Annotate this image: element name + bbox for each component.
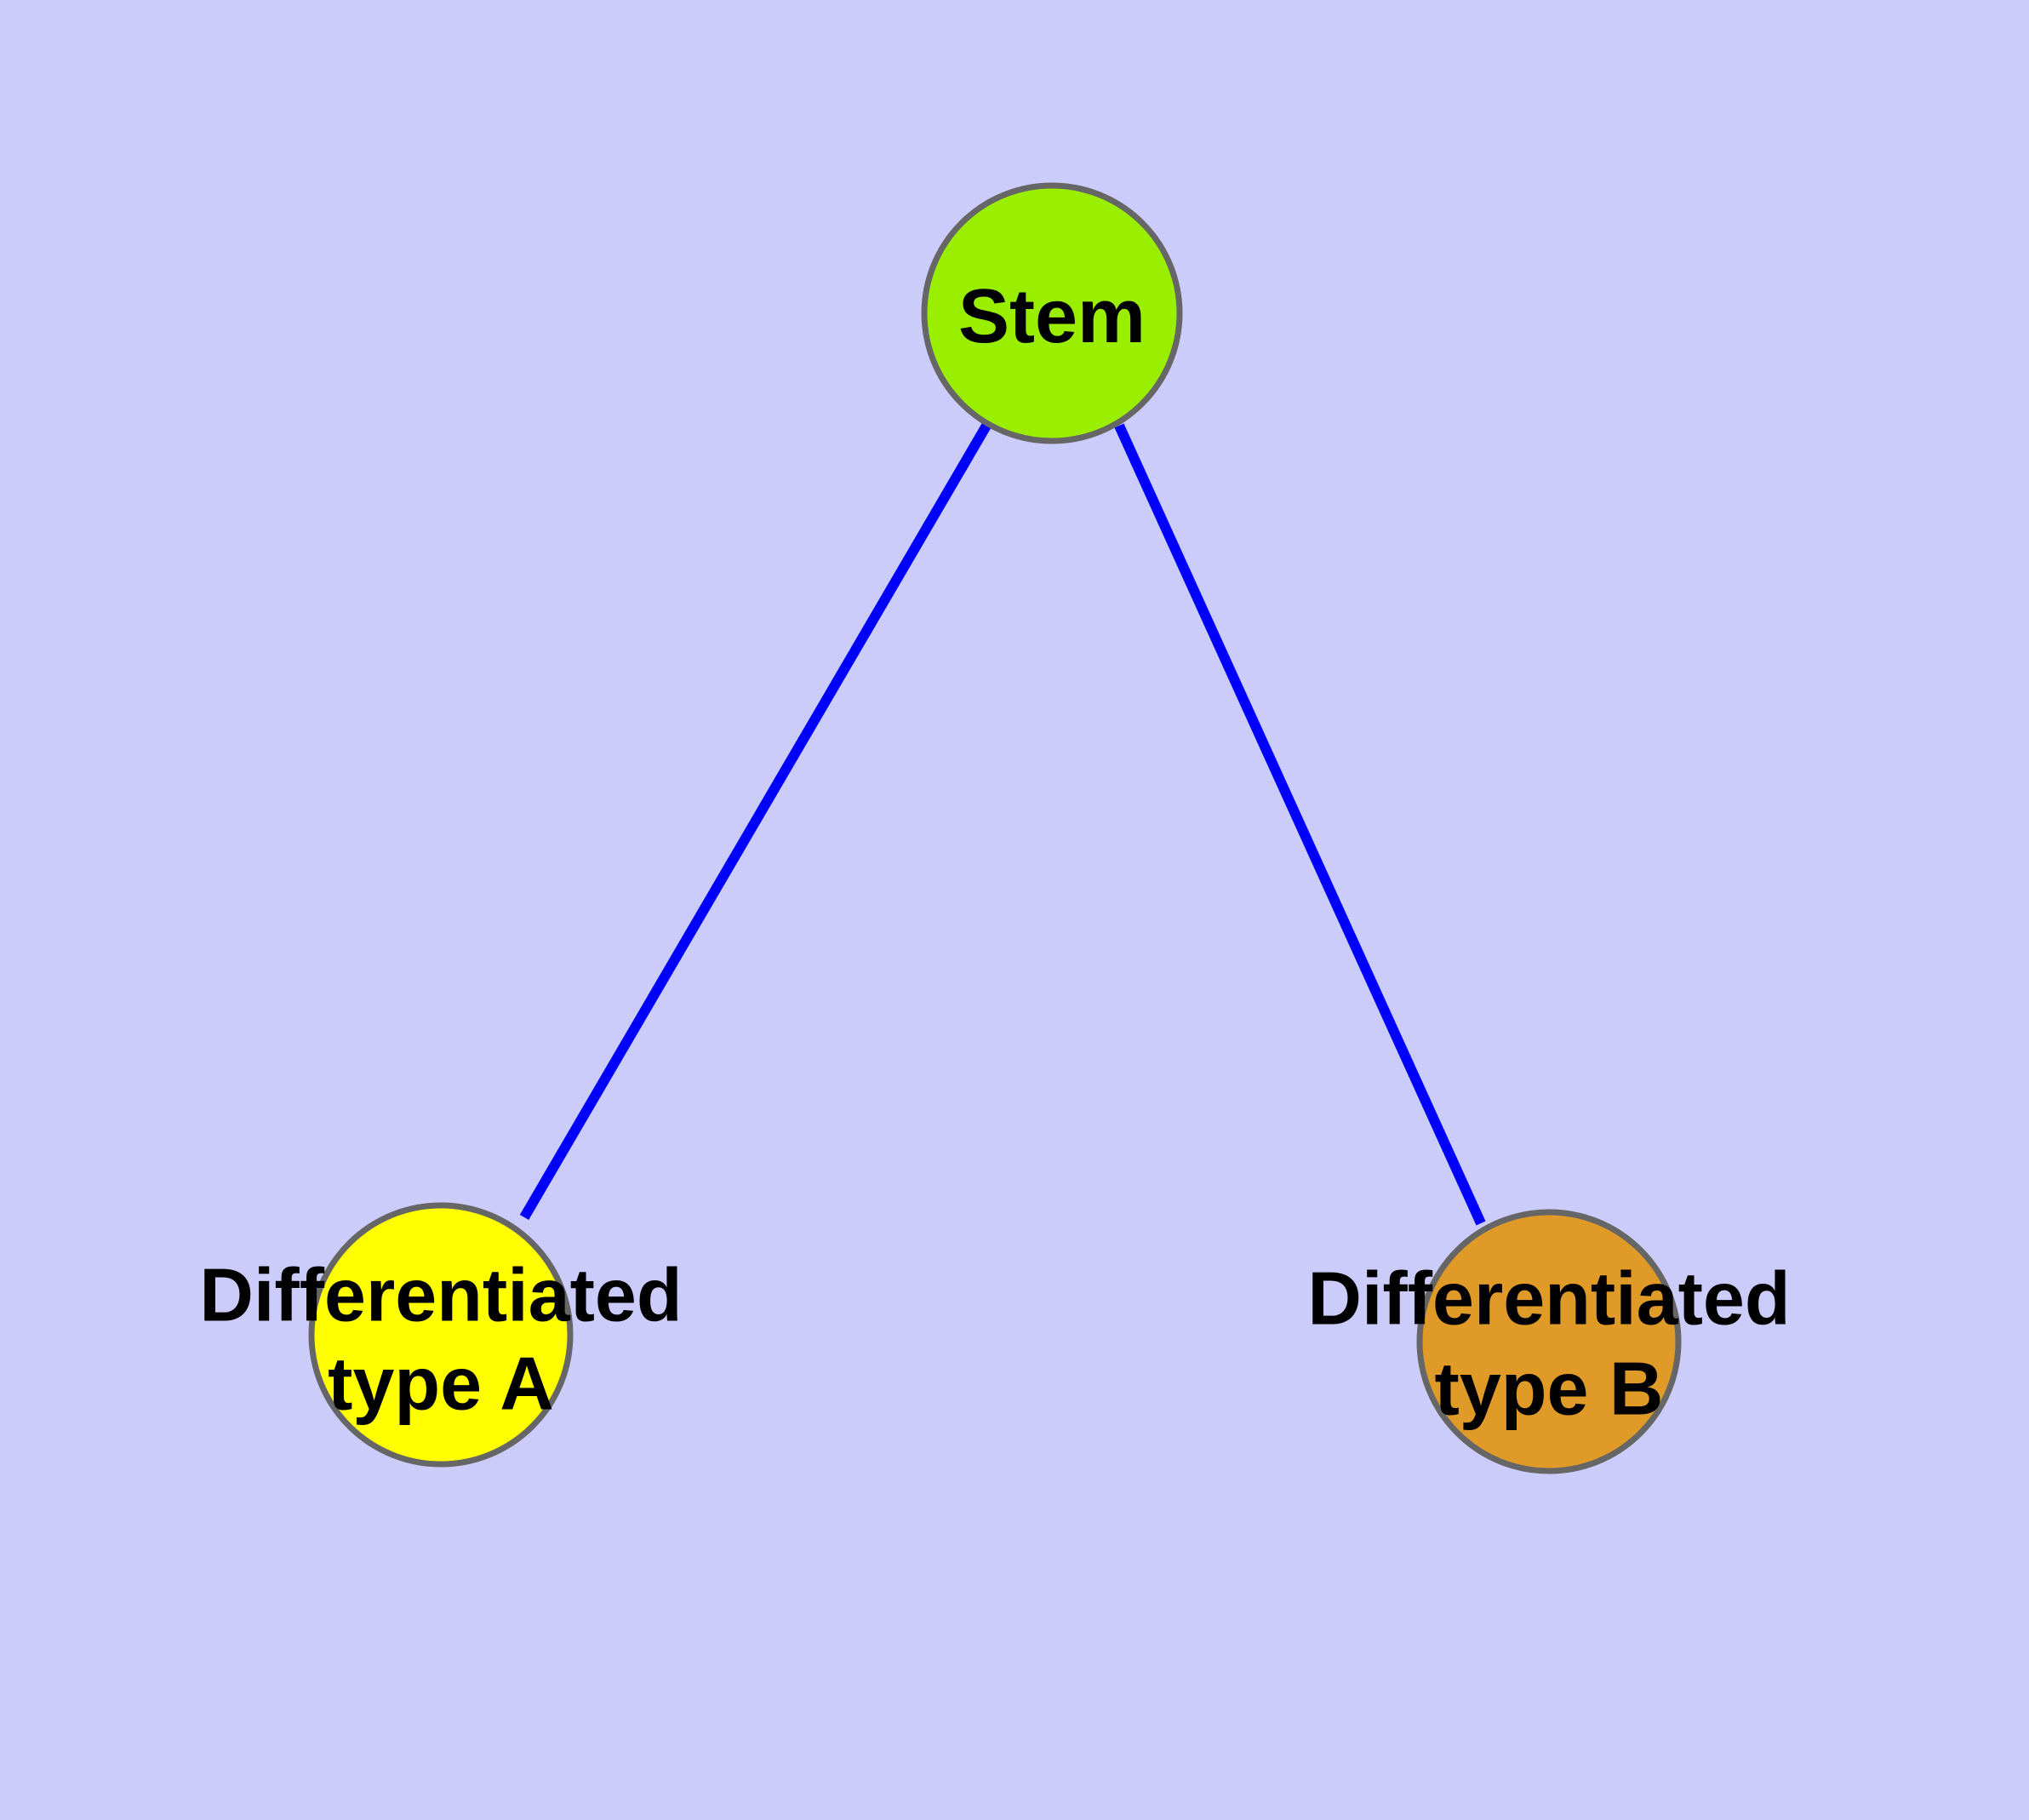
edge-stem-to-differentiated-type-b[interactable] — [1114, 423, 1486, 1226]
node-differentiated-type-b[interactable]: Differentiated type B — [1307, 1209, 1791, 1474]
node-stem-label: Stem — [958, 274, 1146, 359]
node-stem[interactable]: Stem — [921, 182, 1183, 444]
node-differentiated-type-a-circle[interactable] — [308, 1202, 574, 1468]
node-differentiated-type-b-label-line-1: Differentiated — [1307, 1256, 1790, 1340]
nodes-layer: Stem Differentiated type A Differentiate… — [199, 182, 1791, 1474]
edges-layer — [519, 422, 1486, 1226]
node-differentiated-type-b-circle[interactable] — [1416, 1209, 1682, 1474]
node-differentiated-type-b-label-line-2: type B — [1435, 1346, 1664, 1430]
node-differentiated-type-a[interactable]: Differentiated type A — [199, 1202, 683, 1468]
edge-stem-to-differentiated-type-a[interactable] — [519, 422, 992, 1221]
node-stem-circle[interactable] — [921, 182, 1183, 444]
node-differentiated-type-a-label-line-1: Differentiated — [199, 1252, 682, 1336]
node-differentiated-type-a-label-line-2: type A — [328, 1341, 554, 1425]
